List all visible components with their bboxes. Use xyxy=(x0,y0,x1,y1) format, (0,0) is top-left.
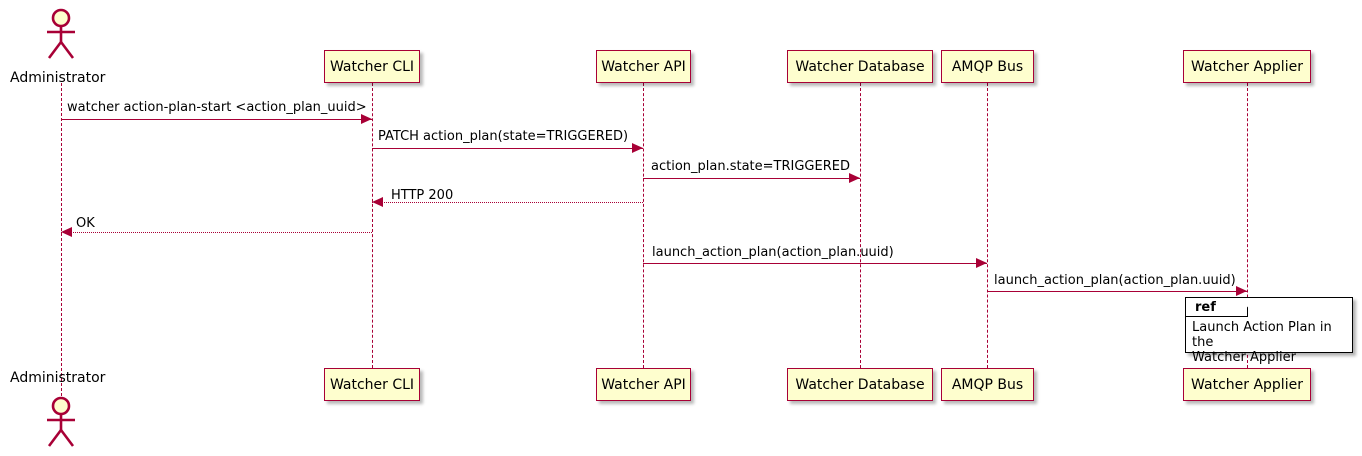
lifeline-watcher-applier xyxy=(1247,83,1248,368)
participant-watcher-api-bottom[interactable]: Watcher API xyxy=(596,368,691,401)
participant-watcher-cli-bottom[interactable]: Watcher CLI xyxy=(324,368,420,401)
actor-label-administrator-top: Administrator xyxy=(10,70,106,86)
participant-watcher-api-top[interactable]: Watcher API xyxy=(596,50,691,83)
participant-label: Watcher Applier xyxy=(1191,376,1303,393)
message-label-m5: OK xyxy=(76,216,95,231)
participant-watcher-applier-top[interactable]: Watcher Applier xyxy=(1183,50,1311,83)
message-label-m3: action_plan.state=TRIGGERED xyxy=(651,159,850,174)
message-line-m4 xyxy=(372,202,643,203)
message-line-m3 xyxy=(643,178,860,179)
lifeline-administrator xyxy=(61,83,62,396)
message-line-m1 xyxy=(61,119,372,120)
participant-amqp-bus-top[interactable]: AMQP Bus xyxy=(941,50,1034,83)
message-label-m2: PATCH action_plan(state=TRIGGERED) xyxy=(378,129,629,144)
message-arrowhead-m4 xyxy=(372,197,383,207)
participant-label: Watcher Database xyxy=(795,376,925,393)
fragment-body-text: Launch Action Plan in the Watcher Applie… xyxy=(1192,320,1332,365)
message-label-m7: launch_action_plan(action_plan.uuid) xyxy=(994,273,1236,288)
participant-watcher-database-bottom[interactable]: Watcher Database xyxy=(787,368,933,401)
message-arrowhead-m5 xyxy=(61,227,72,237)
message-arrowhead-m1 xyxy=(361,114,372,124)
fragment-tab-label: ref xyxy=(1186,298,1248,317)
participant-amqp-bus-bottom[interactable]: AMQP Bus xyxy=(941,368,1034,401)
message-arrowhead-m3 xyxy=(849,173,860,183)
message-line-m5 xyxy=(61,232,372,233)
message-arrowhead-m6 xyxy=(976,258,987,268)
participant-watcher-applier-bottom[interactable]: Watcher Applier xyxy=(1183,368,1311,401)
participant-watcher-database-top[interactable]: Watcher Database xyxy=(787,50,933,83)
participant-label: Watcher CLI xyxy=(329,58,415,75)
message-line-m7 xyxy=(987,291,1247,292)
message-line-m2 xyxy=(372,148,643,149)
participant-label: Watcher Database xyxy=(795,58,925,75)
participant-label: AMQP Bus xyxy=(951,58,1024,75)
message-line-m6 xyxy=(643,263,987,264)
participant-label: Watcher API xyxy=(601,376,686,393)
participant-label: Watcher CLI xyxy=(329,376,415,393)
message-arrowhead-m2 xyxy=(632,143,643,153)
lifeline-watcher-cli xyxy=(372,83,373,368)
actor-label-administrator-bottom: Administrator xyxy=(10,370,106,386)
lifeline-watcher-database xyxy=(860,83,861,368)
message-label-m4: HTTP 200 xyxy=(391,188,454,203)
participant-label: Watcher API xyxy=(601,58,686,75)
participant-label: AMQP Bus xyxy=(951,376,1024,393)
lifeline-amqp-bus xyxy=(987,83,988,368)
message-label-m6: launch_action_plan(action_plan.uuid) xyxy=(652,245,894,260)
participant-watcher-cli-top[interactable]: Watcher CLI xyxy=(324,50,420,83)
participant-label: Watcher Applier xyxy=(1191,58,1303,75)
message-label-m1: watcher action-plan-start <action_plan_u… xyxy=(67,100,367,115)
message-arrowhead-m7 xyxy=(1236,286,1247,296)
lifeline-watcher-api xyxy=(643,83,644,368)
